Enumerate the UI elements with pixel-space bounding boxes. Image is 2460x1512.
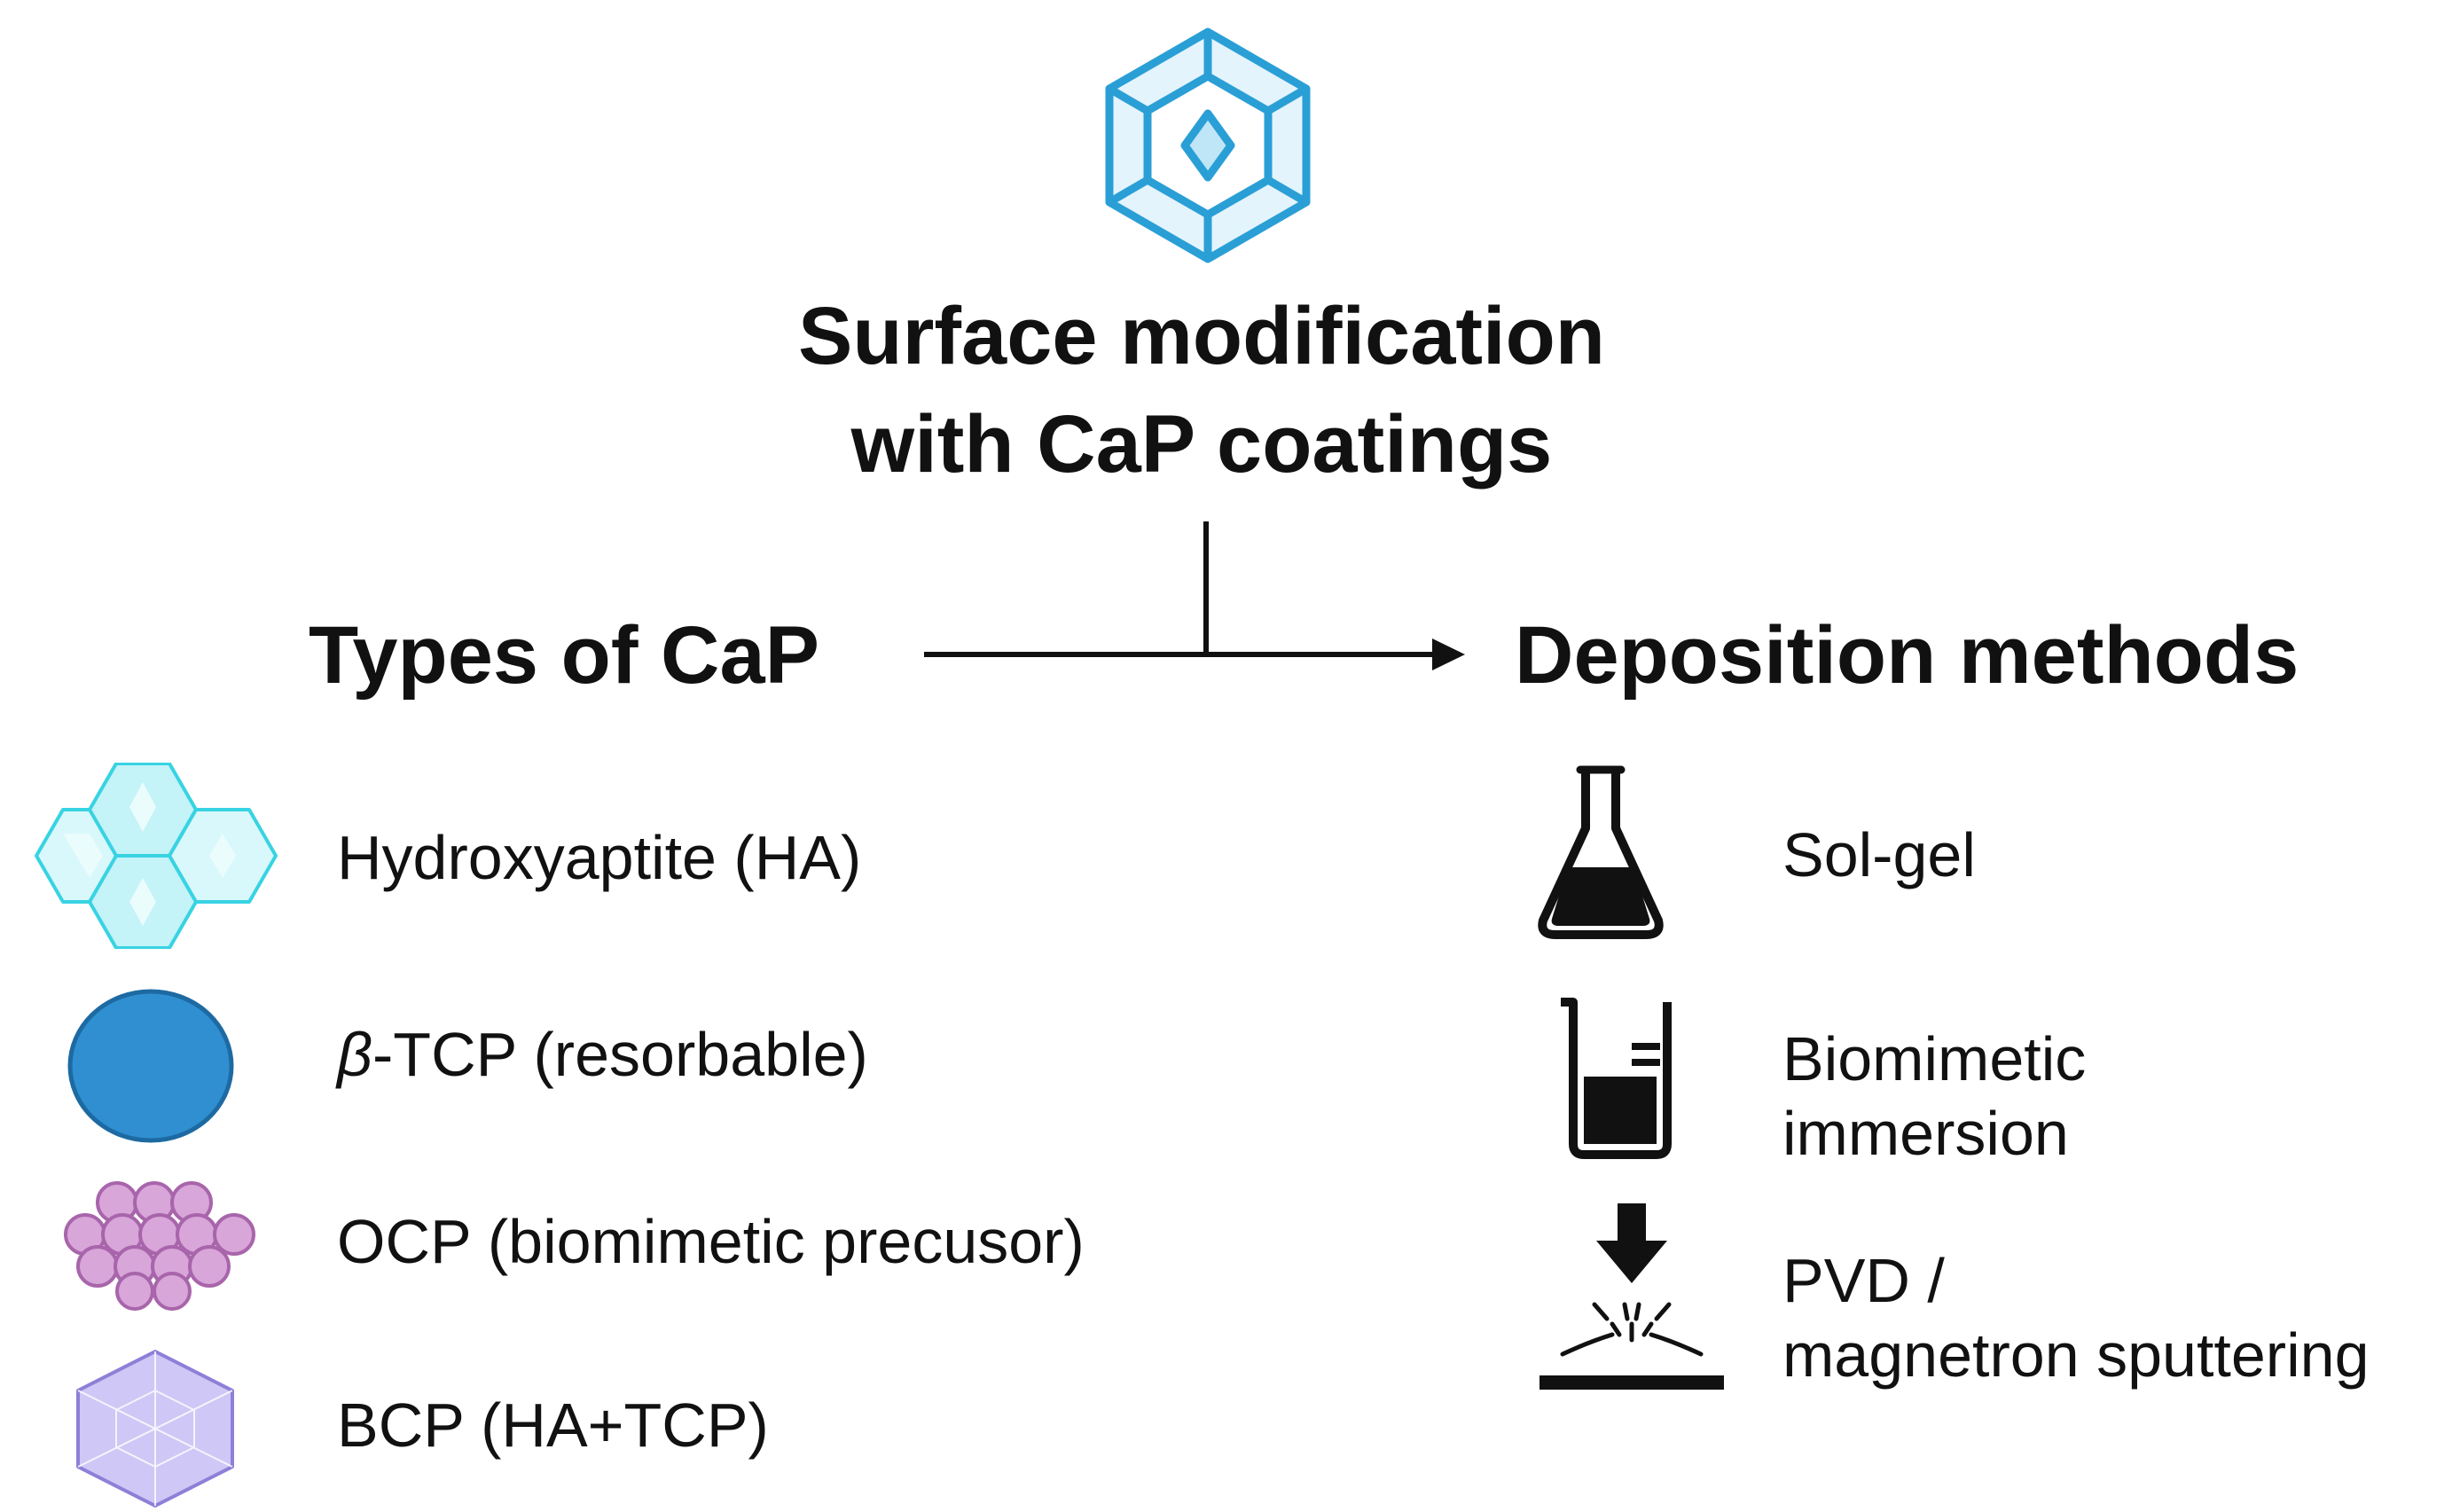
- method-label-biomimetic: Biomimetic immersion: [1782, 1022, 2086, 1171]
- types-heading: Types of CaP: [309, 610, 819, 701]
- type-label-ocp: OCP (biomimetic precusor): [337, 1207, 1085, 1276]
- title-line-2: with CaP coatings: [850, 399, 1553, 490]
- branch-connector: [924, 521, 1465, 670]
- type-label-btcp: β-TCP (resorbable): [337, 1017, 868, 1092]
- method-label-solgel: Sol-gel: [1782, 820, 1976, 889]
- method-label-pvd-line-2: magnetron sputtering: [1782, 1320, 2370, 1390]
- diagram-title: Surface modification with CaP coatings: [0, 282, 2403, 498]
- erlenmeyer-flask-icon: [1538, 765, 1664, 939]
- purple-bead-cluster-icon: [64, 1181, 255, 1311]
- type-label-btcp-text: -TCP (resorbable): [372, 1020, 868, 1089]
- method-label-biomimetic-line-1: Biomimetic: [1782, 1024, 2087, 1093]
- crystal-gem-icon: [1105, 27, 1311, 263]
- method-label-biomimetic-line-2: immersion: [1782, 1099, 2069, 1168]
- sputtering-icon: [1539, 1203, 1724, 1390]
- arrowhead: [1432, 638, 1465, 670]
- beta-symbol: β: [337, 1020, 372, 1089]
- lavender-faceted-hexagon-icon: [76, 1350, 234, 1508]
- method-label-pvd: PVD / magnetron sputtering: [1782, 1243, 2370, 1392]
- hexagon-cluster-icon: [35, 763, 278, 949]
- type-label-bcp: BCP (HA+TCP): [337, 1391, 769, 1460]
- method-label-pvd-line-1: PVD /: [1782, 1246, 1945, 1315]
- title-line-1: Surface modification: [798, 291, 1605, 381]
- type-label-ha: Hydroxyaptite (HA): [337, 823, 862, 892]
- methods-heading: Deposition methods: [1515, 610, 2299, 701]
- blue-ellipse-icon: [67, 989, 234, 1143]
- beaker-icon: [1561, 998, 1672, 1159]
